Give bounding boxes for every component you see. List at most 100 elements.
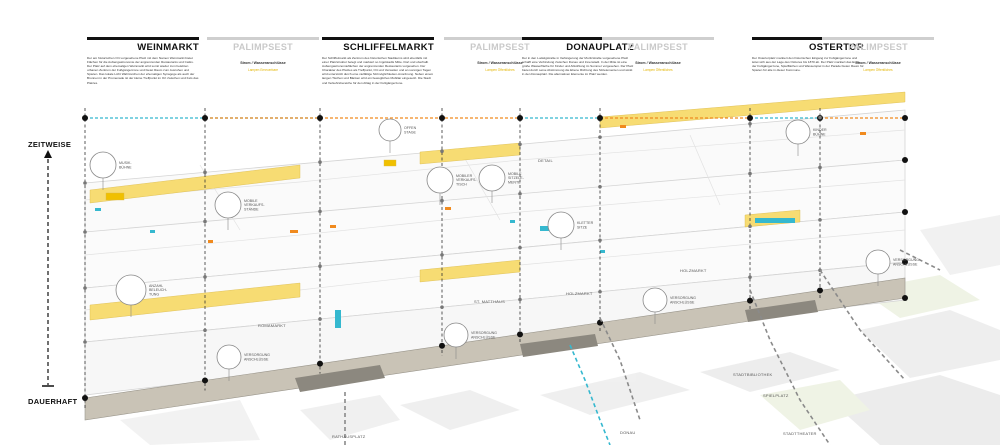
header-rule	[602, 37, 714, 40]
yellow-zones	[89, 91, 906, 321]
bubble-musikbuehne: MUSIK-BÜHNE	[89, 151, 132, 190]
palimpsest-subtitle: Strom / Wasseranschlüsse	[240, 61, 286, 65]
timeline-node	[517, 115, 523, 121]
header-rule	[522, 37, 634, 40]
vertical-lines	[84, 108, 821, 408]
timeline-node	[203, 275, 207, 279]
timeline-node	[597, 319, 603, 326]
header-title: PALIMPSEST	[848, 42, 908, 52]
header-title: DONAUPLATZ	[566, 42, 634, 53]
timeline-node	[598, 289, 602, 294]
timeline-node	[818, 115, 822, 120]
header-rule	[87, 37, 199, 40]
palimpsest-subtitle: Strom / Wasseranschlüsse	[855, 61, 901, 65]
label-st-matthaeus: ST. MATTHÄUS	[474, 299, 505, 304]
timeline-node	[202, 115, 208, 121]
cyan-objects	[95, 208, 795, 328]
timeline-node	[439, 342, 445, 349]
timeline-node	[597, 115, 603, 121]
timeline-nodes	[82, 115, 908, 401]
header-description: Der Ostertorplatz markiert den historisc…	[752, 56, 864, 73]
timeline-node	[440, 253, 444, 257]
grey-paths	[344, 249, 941, 445]
label-stadtbibliothek: STADTBIBLIOTHEK	[733, 372, 773, 377]
timeline-node	[440, 305, 444, 309]
header-title: PALIMPSEST	[628, 42, 688, 52]
header-rule	[444, 37, 556, 40]
palimpsest-note: Lampen Öffentliches	[485, 68, 515, 72]
layer-stack	[84, 109, 906, 396]
timeline-node	[518, 245, 522, 250]
label-detail: DETAIL	[538, 158, 553, 163]
timeline-node	[82, 395, 88, 401]
timeline-node	[83, 181, 87, 185]
timeline-node	[318, 209, 322, 214]
timeline-node	[518, 297, 522, 302]
timeline-node	[517, 331, 523, 338]
header-description: Der Schliffelmarkt als Zentrum des histo…	[322, 56, 434, 85]
column-header-donauplatz: DONAUPLATZ Der in den Ludwigstraße in Ver…	[522, 37, 634, 76]
axis-top-label: ZEITWEISE	[28, 140, 72, 149]
timeline-node	[318, 264, 322, 269]
donau-path	[569, 344, 611, 445]
timeline-node	[902, 209, 908, 215]
header-rule	[322, 37, 434, 40]
timeline-node	[902, 259, 908, 265]
city-context	[120, 215, 1000, 445]
timeline-node	[598, 238, 602, 243]
timeline-node	[818, 165, 822, 170]
timeline-node	[440, 198, 444, 203]
timeline-node	[518, 192, 522, 196]
timeline-node	[439, 115, 445, 121]
label-rathausplatz: RATHAUSPLATZ	[332, 434, 366, 439]
timeline-node	[747, 297, 753, 304]
timeline-node	[317, 360, 323, 367]
timeline-node	[317, 115, 323, 121]
palimpsest-note: Lampen Öffentliches	[863, 68, 893, 72]
header-title: OSTERTOR	[808, 42, 864, 53]
timeline-node	[203, 170, 207, 175]
timeline-node	[818, 218, 822, 222]
timeline-node	[902, 295, 908, 301]
timeline-node	[748, 171, 752, 176]
timeline-node	[817, 287, 823, 294]
header-description: Der am historischen Ort vorgesehene Plat…	[87, 56, 199, 85]
label-holzmarkt-1: HOLZMARKT	[566, 291, 593, 296]
palimpsest-subtitle: Strom / Wasseranschlüsse	[635, 61, 681, 65]
palimpsest-note: Lampen Erneuerbare	[247, 68, 279, 72]
timeline-node	[82, 115, 88, 121]
label-stadttheater: STADTTHEATER	[783, 431, 817, 436]
timeline-node	[83, 286, 87, 290]
timeline-node	[318, 317, 322, 321]
header-description: Der in den Ludwigstraße in Verlängerung …	[522, 56, 634, 77]
timeline-node	[203, 328, 207, 333]
timeline-node	[902, 157, 908, 163]
timeline-node	[83, 230, 87, 234]
timeline-node	[318, 160, 322, 164]
timeline-node	[83, 340, 87, 344]
label-donau: DONAU	[620, 430, 636, 435]
timeline-node	[748, 224, 752, 229]
